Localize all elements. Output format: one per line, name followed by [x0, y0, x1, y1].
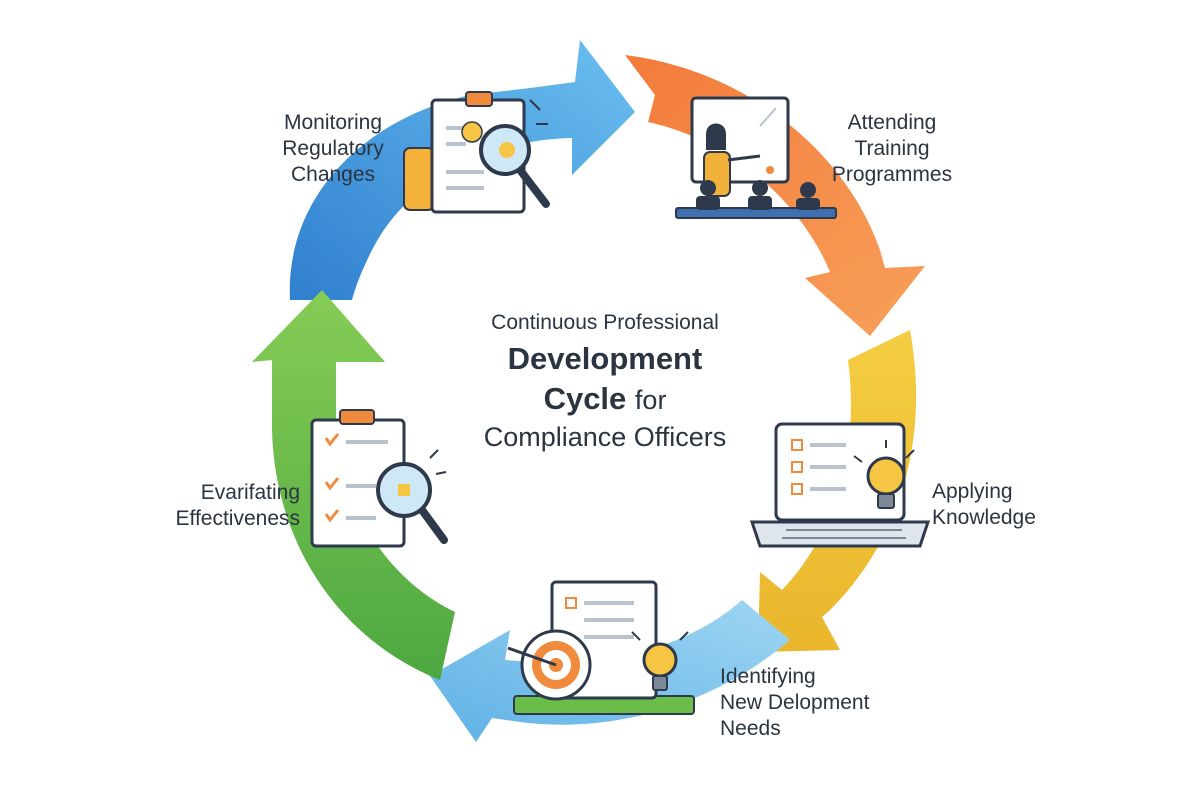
stage-label-line: Regulatory [282, 137, 384, 160]
stage-label-applying: Applying Knowledge [932, 479, 1082, 531]
document-magnifier-icon [403, 91, 550, 214]
target-lightbulb-icon [507, 580, 695, 715]
stage-label-attending: Attending Training Programmes [806, 110, 978, 188]
stage-label-line: Changes [290, 163, 376, 186]
title-line-1: Continuous Professional [491, 311, 719, 334]
title-line-4: Compliance Officers [483, 422, 727, 452]
arrow-yellow-applying [758, 330, 917, 652]
training-presentation-icon [675, 96, 837, 219]
title-line-3: Cycle for [430, 380, 780, 419]
cycle-title: Continuous Professional Development Cycl… [430, 308, 780, 455]
checklist-magnifier-icon [310, 409, 448, 548]
stage-label-monitoring: Monitoring Regulatory Changes [258, 110, 408, 188]
stage-label-line: Evarifating [200, 481, 300, 504]
stage-label-line: Knowledge [932, 506, 1036, 529]
stage-label-evaluating: Evarifating Effectiveness [150, 480, 300, 532]
stage-label-line: Identifying [720, 665, 816, 688]
title-line-3-rest: for [634, 385, 667, 415]
stage-label-line: New Delopment [720, 691, 870, 714]
stage-label-identifying: Identifying New Delopment Needs [720, 664, 920, 742]
stage-label-line: Effectiveness [175, 507, 300, 530]
stage-label-line: Monitoring [283, 111, 383, 134]
stage-label-line: Applying [932, 480, 1013, 503]
laptop-lightbulb-icon [749, 422, 931, 548]
stage-label-line: Programmes [831, 163, 953, 186]
arrow-green-evaluating [252, 290, 455, 680]
arrow-blue-monitoring [289, 40, 635, 300]
title-line-2: Development [507, 341, 703, 376]
stage-label-line: Needs [720, 717, 781, 740]
stage-label-line: Training [854, 137, 930, 160]
stage-label-line: Attending [847, 111, 937, 134]
title-line-3-bold: Cycle [543, 381, 627, 416]
